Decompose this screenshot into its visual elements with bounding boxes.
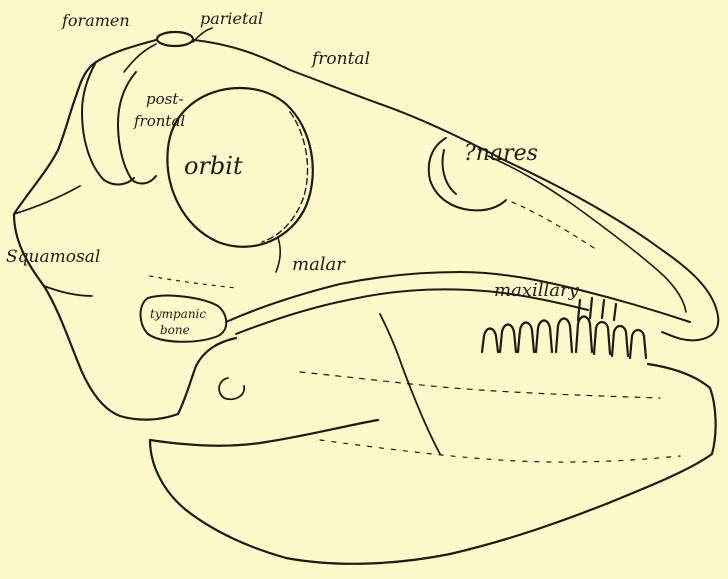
label-malar: malar (292, 254, 346, 275)
jaw-internal-line-2 (320, 440, 680, 462)
label-frontal: frontal (310, 49, 370, 69)
squamosal-bone (14, 186, 92, 296)
label-tympanic-line1: tympanic (150, 307, 206, 321)
cheek-dotted (150, 276, 236, 288)
jaw-internal-line (300, 372, 660, 398)
foramen-opening (157, 32, 193, 46)
label-tympanic-line2: bone (160, 323, 190, 337)
label-parietal: parietal (200, 9, 263, 28)
label-postfrontal-line1: post- (146, 90, 183, 108)
label-orbit: orbit (184, 152, 243, 180)
label-squamosal: Squamosal (6, 247, 100, 267)
parietal-ridge (124, 28, 212, 72)
orbit-inner-rim (262, 112, 308, 242)
malar-bar (226, 272, 690, 322)
malar-tick (276, 238, 280, 272)
maxillary-teeth (482, 298, 646, 358)
label-postfrontal-line2: frontal (133, 112, 185, 130)
lower-jaw (150, 338, 716, 564)
nares-dotted-line (512, 202, 594, 248)
label-nares: ?nares (464, 141, 538, 166)
jaw-hinge (219, 378, 244, 399)
label-maxillary: maxillary (494, 280, 580, 301)
label-foramen: foramen (61, 11, 130, 30)
cranium-top (96, 40, 718, 340)
